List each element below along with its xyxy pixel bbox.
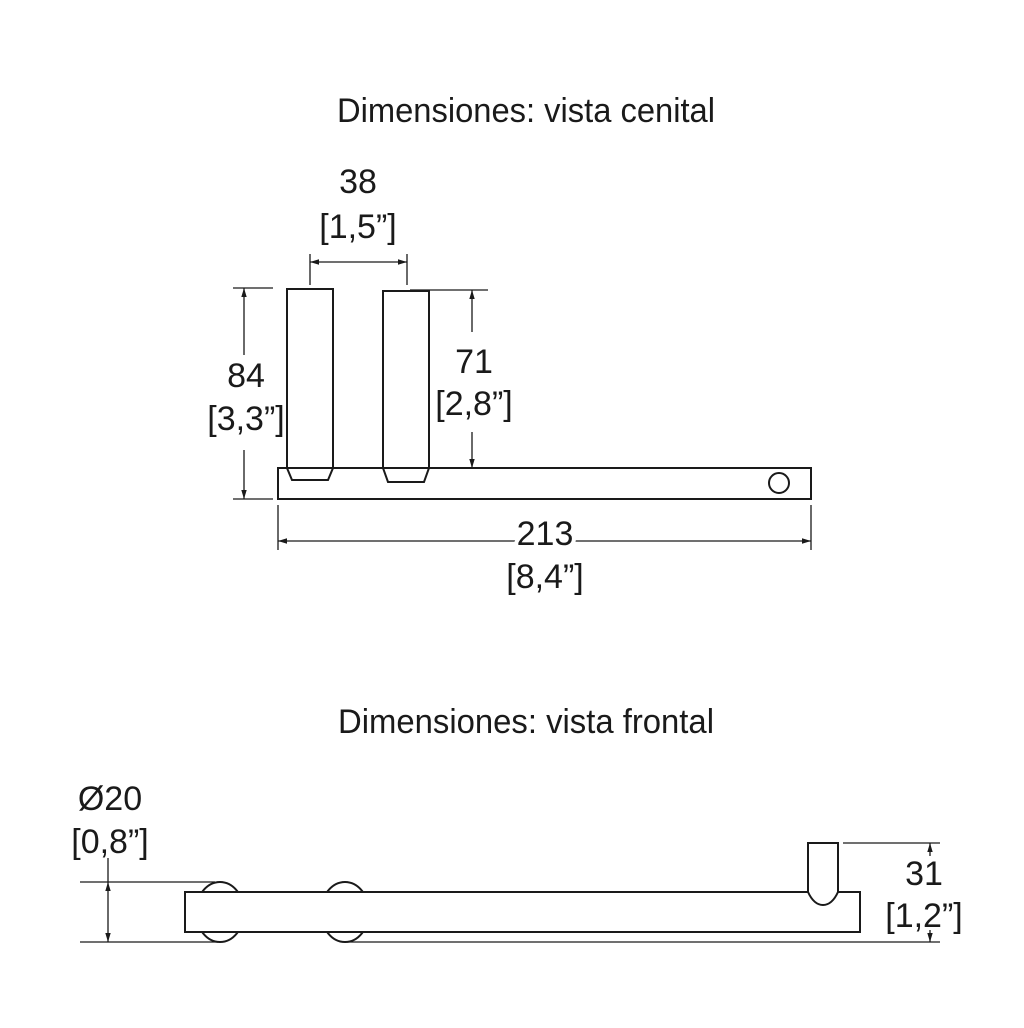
- dim-depth-mm: 84: [227, 357, 265, 395]
- front-view-part: [184, 842, 861, 943]
- mounting-hole: [768, 472, 790, 494]
- dim-post-in: [2,8”]: [435, 385, 512, 423]
- dim-post-mm: 71: [455, 343, 493, 381]
- dimension-length: 213 [8,4”]: [277, 505, 812, 596]
- dim-height-in: [1,2”]: [885, 897, 962, 935]
- dimension-post-length: 71 [2,8”]: [410, 289, 513, 468]
- dim-length-in: [8,4”]: [506, 558, 583, 596]
- dim-spacing-mm: 38: [339, 163, 377, 201]
- dim-length-mm: 213: [517, 515, 574, 553]
- end-pin: [807, 842, 839, 907]
- top-view-title: Dimensiones: vista cenital: [337, 92, 715, 130]
- top-view: Dimensiones: vista cenital 38 [1,5”] 84 …: [207, 92, 812, 596]
- dimension-height: 31 [1,2”]: [345, 842, 963, 943]
- front-view: Dimensiones: vista frontal Ø20 [0,8”] 31…: [71, 703, 963, 943]
- post-left: [286, 288, 334, 481]
- dim-diameter-mm: Ø20: [78, 780, 142, 818]
- top-view-part: [277, 288, 812, 500]
- dim-spacing-in: [1,5”]: [319, 208, 396, 246]
- dimension-spacing: 38 [1,5”]: [309, 163, 408, 285]
- dim-depth-in: [3,3”]: [207, 400, 284, 438]
- post-right: [382, 290, 430, 483]
- base-bar: [277, 467, 812, 500]
- front-view-title: Dimensiones: vista frontal: [338, 703, 714, 741]
- dimension-total-depth: 84 [3,3”]: [207, 287, 285, 500]
- dimension-diameter: Ø20 [0,8”]: [71, 780, 218, 943]
- dim-height-mm: 31: [905, 855, 943, 893]
- bar-side: [184, 891, 861, 933]
- dim-diameter-in: [0,8”]: [71, 823, 148, 861]
